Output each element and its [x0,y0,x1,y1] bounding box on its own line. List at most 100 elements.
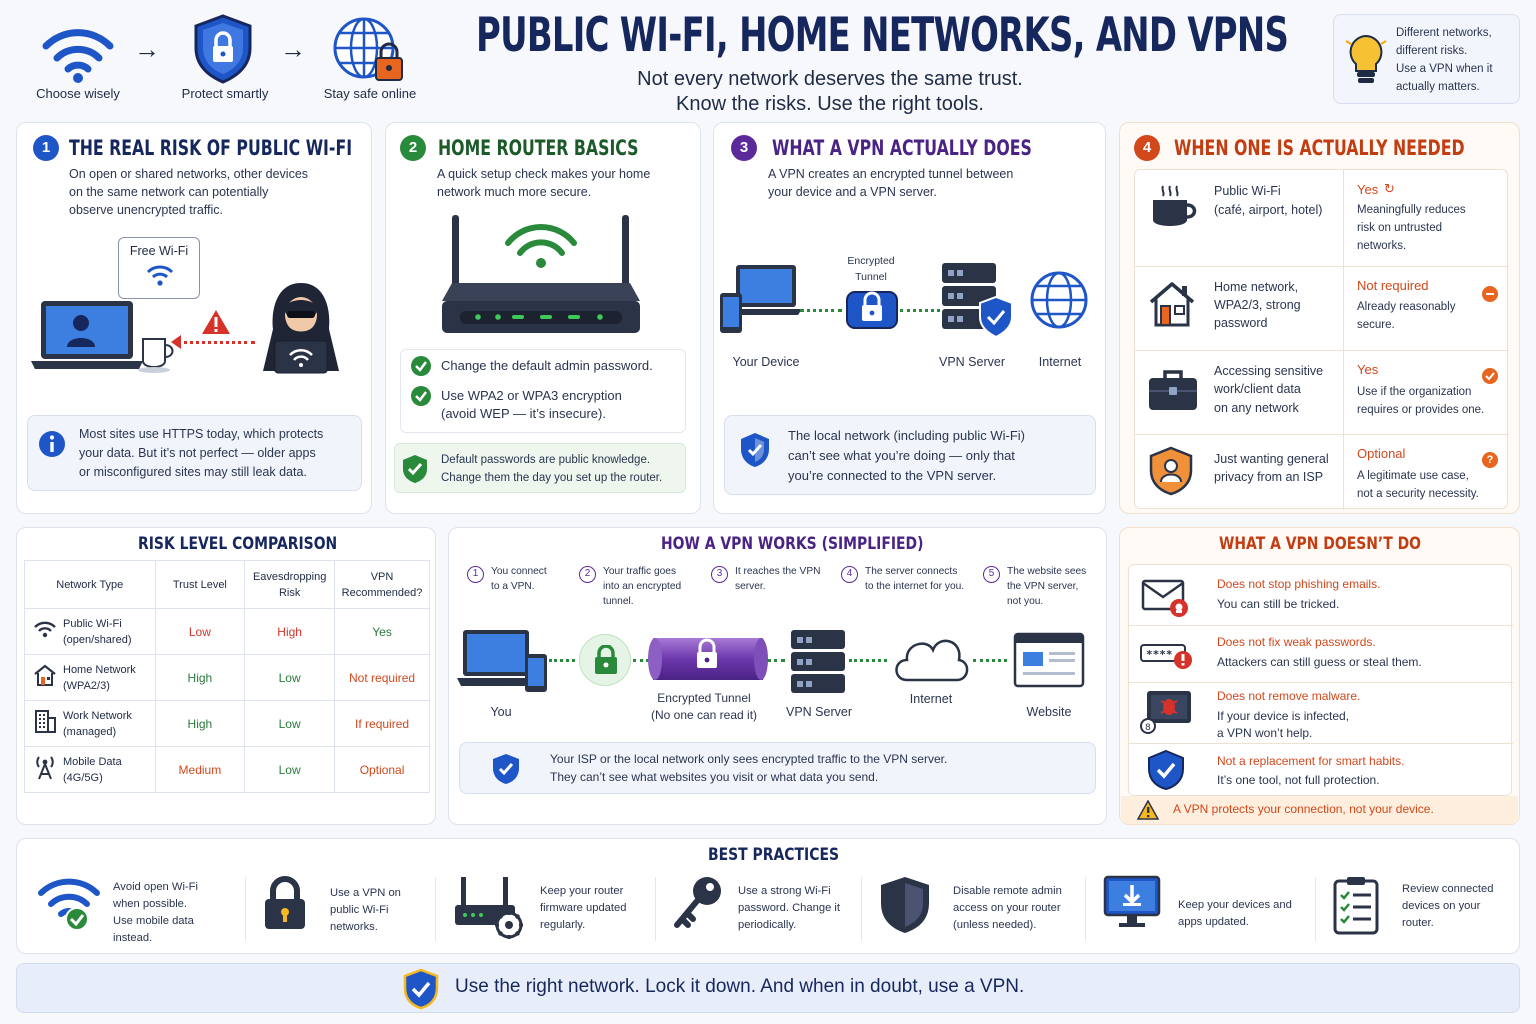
shield-check-icon [403,455,427,483]
limit-detail: a VPN won’t help. [1217,726,1313,740]
office-building-icon [33,709,63,738]
note-line: They can’t see what websites you visit o… [550,770,879,784]
verdict: Yes [1357,182,1379,197]
check-text: (avoid WEP — it’s insecure). [441,406,606,421]
diagram-label: VPN Server [939,355,1005,369]
wifi-icon [42,29,114,83]
question-icon: ? [1482,452,1498,468]
best-practice-text: firmware updated [540,902,627,914]
free-wifi-bubble: Free Wi-Fi [118,237,200,299]
best-practice-text: Keep your router [540,885,624,897]
https-note: Most sites use HTTPS today, which protec… [27,415,362,491]
divider [245,877,246,941]
risk-cell: Low [244,746,336,793]
home-icon [33,664,63,691]
note-line: Most sites use HTTPS today, which protec… [79,427,324,441]
limits-list: Does not stop phishing emails. You can s… [1128,564,1513,796]
flow-dots [549,659,575,662]
header-steps: → → Choose wisely Protect smartly Stay s… [30,14,430,109]
step-text: Your traffic goes [603,566,677,577]
limit-head: Does not fix weak passwords. [1217,635,1376,649]
step-label: Stay safe online [323,86,417,101]
section-body: observe unencrypted traffic. [69,203,224,217]
step-text: It reaches the VPN [735,566,821,577]
diagram-label: Internet [1038,355,1082,369]
step-number: 5 [983,566,1000,583]
situation-text: password [1214,316,1268,330]
flow-dots [633,659,649,662]
wifi-icon [146,265,174,286]
limit-detail: Attackers can still guess or steal them. [1217,655,1422,669]
divider [1129,625,1513,626]
note-line: can’t see what you’re doing — only that [788,448,1015,463]
best-practice-text: Keep your devices and [1178,899,1292,911]
cloud-icon [895,639,969,682]
page-title: PUBLIC WI-FI, HOME NETWORKS, AND VPNS [476,8,1289,63]
vpn-recommended-cell: Yes [334,608,430,655]
globe-icon [1030,271,1088,329]
tunnel-label: Encrypted [847,255,895,267]
step-label: Choose wisely [36,86,120,101]
vpn-limits-card: WHAT A VPN DOESN’T DO Does not stop phis… [1119,527,1520,825]
flow-label: You [490,705,512,719]
phishing-email-icon [1141,579,1188,617]
step-text: the VPN server, [1007,581,1079,592]
flow-label: Encrypted Tunnel [657,691,751,705]
vpn-recommended-cell: If required [334,700,430,747]
trust-level-cell: High [154,654,246,701]
checklist-icon [1333,875,1379,940]
svg-text:****: **** [1146,648,1173,661]
server-icon [942,263,1013,339]
laptop-icon [31,301,174,373]
arrow-icon: → [134,34,160,64]
footer-banner: Use the right network. Lock it down. And… [16,963,1520,1013]
weak-password-icon: **** [1140,644,1192,669]
trust-level-cell: High [154,700,246,747]
note-line: The local network (including public Wi-F… [788,428,1025,443]
section-body: network much more secure. [437,185,592,199]
best-practice-text: when possible. [113,898,188,910]
section-title: HOW A VPN WORKS (SIMPLIFIED) [661,534,924,554]
situation-text: (café, airport, hotel) [1214,203,1323,217]
lightbulb-icon [1345,33,1387,83]
verdict: Yes [1357,362,1379,377]
tip-line: Use a VPN when it [1396,63,1493,75]
router-gear-icon [453,875,529,944]
network-type-label: Public Wi-Fi [63,617,122,630]
limit-detail: If your device is infected, [1217,709,1350,723]
minus-icon [1482,286,1498,302]
section-body: On open or shared networks, other device… [69,167,309,181]
note-line: Your ISP or the local network only sees … [550,752,948,766]
shield-check-icon [403,968,439,1010]
flow-label: VPN Server [786,705,852,719]
check-text: Change the default admin password. [441,358,653,373]
risk-cell: High [244,608,336,655]
note-line: or misconfigured sites may still leak da… [79,465,307,479]
flow-label: Website [1026,705,1072,719]
website-icon [1013,632,1085,688]
network-type-sub: (WPA2/3) [63,679,110,692]
best-practice-text: regularly. [540,919,586,931]
download-monitor-icon [1103,875,1161,934]
malware-icon: 8 [1140,691,1191,734]
divider [1315,877,1316,941]
divider [655,877,656,941]
verdict-detail: networks. [1357,240,1407,252]
step-text: not you. [1007,596,1044,607]
isp-note: Your ISP or the local network only sees … [459,742,1096,794]
best-practice-text: (unless needed). [953,919,1037,931]
coffee-cup-icon [1153,185,1197,226]
step-text: to the internet for you. [865,581,965,592]
risk-cell: Low [244,700,336,747]
best-practice-text: password. Change it [738,902,840,914]
verdict: Not required [1357,278,1429,293]
